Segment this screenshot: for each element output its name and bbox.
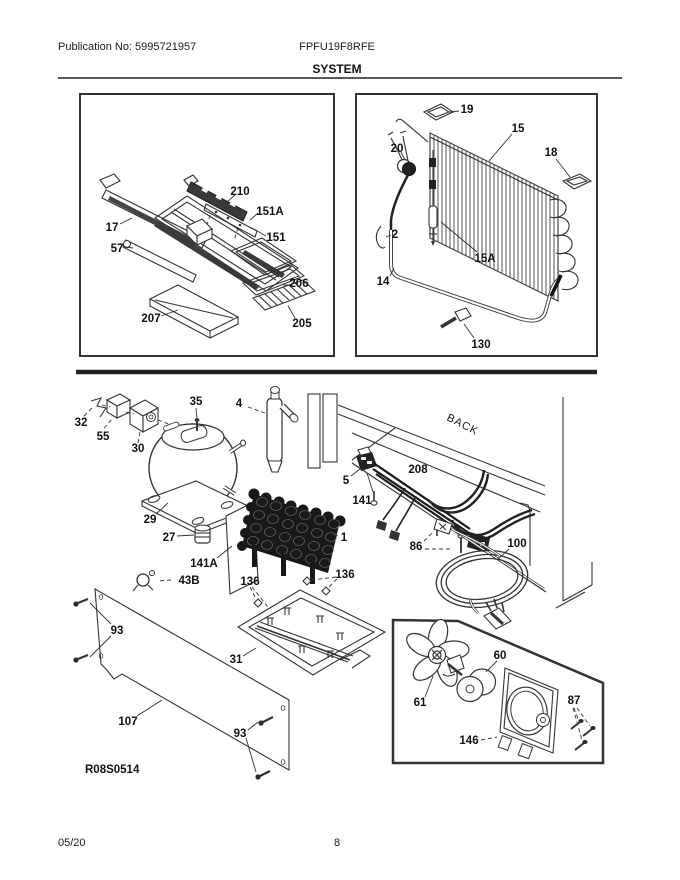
- callout-205: 205: [292, 318, 312, 330]
- diagram-code: R08S0514: [85, 764, 140, 776]
- callout-206: 206: [289, 278, 308, 290]
- callout-151A: 151A: [256, 206, 284, 218]
- model-number: FPFU19F8RFE: [299, 41, 375, 53]
- publication-number: Publication No: 5995721957: [58, 41, 196, 53]
- evaporator-drawing: [375, 103, 593, 339]
- callout-20: 20: [391, 143, 404, 155]
- callout-29: 29: [144, 514, 157, 526]
- callout-141A: 141A: [190, 558, 218, 570]
- callout-61: 61: [414, 697, 427, 709]
- callout-136-left: 136: [240, 576, 259, 588]
- callout-17: 17: [106, 222, 119, 234]
- callout-1: 1: [341, 532, 348, 544]
- callout-19: 19: [461, 104, 474, 116]
- callout-207: 207: [141, 313, 160, 325]
- footer-page-number: 8: [334, 837, 340, 849]
- callout-labels: 210 151A 17 151 57 206 207 205 19 15 18 …: [75, 104, 581, 776]
- frames: [76, 93, 598, 375]
- footer: 05/20 8: [58, 837, 340, 849]
- callout-15A: 15A: [474, 253, 495, 265]
- freezer-shelf-assembly-drawing: [99, 173, 317, 339]
- callout-60: 60: [494, 650, 507, 662]
- power-plug-drawing: [483, 598, 512, 630]
- page-title: SYSTEM: [312, 62, 361, 76]
- callout-4: 4: [236, 398, 243, 410]
- drain-pan-drawing: [236, 589, 387, 676]
- callout-87: 87: [568, 695, 581, 707]
- callout-30: 30: [132, 443, 145, 455]
- callout-14: 14: [377, 276, 390, 288]
- callout-93-top: 93: [111, 625, 124, 637]
- footer-date: 05/20: [58, 837, 86, 849]
- callout-141: 141: [352, 495, 372, 507]
- callout-151: 151: [266, 232, 286, 244]
- callout-27: 27: [163, 532, 176, 544]
- callout-43B: 43B: [178, 575, 199, 587]
- callout-86: 86: [410, 541, 423, 553]
- callout-136-right: 136: [335, 569, 354, 581]
- callout-208: 208: [408, 464, 428, 476]
- callout-15: 15: [512, 123, 525, 135]
- back-label: BACK: [445, 412, 481, 438]
- callout-35: 35: [190, 396, 203, 408]
- callout-2: 2: [392, 229, 398, 241]
- callout-32: 32: [75, 417, 88, 429]
- callout-100: 100: [507, 538, 526, 550]
- header: Publication No: 5995721957 FPFU19F8RFE S…: [58, 41, 622, 79]
- callout-146: 146: [459, 735, 478, 747]
- callout-93-bottom: 93: [234, 728, 247, 740]
- condenser-fan-drawing: [391, 618, 605, 765]
- access-panel-drawing: [73, 588, 290, 780]
- machine-compartment-drawing: BACK: [83, 386, 593, 621]
- callout-55: 55: [97, 431, 110, 443]
- callout-31: 31: [230, 654, 243, 666]
- callout-57: 57: [111, 243, 124, 255]
- callout-107: 107: [118, 716, 137, 728]
- callout-18: 18: [545, 147, 558, 159]
- callout-130: 130: [471, 339, 490, 351]
- callout-5: 5: [343, 475, 350, 487]
- callout-210: 210: [230, 186, 249, 198]
